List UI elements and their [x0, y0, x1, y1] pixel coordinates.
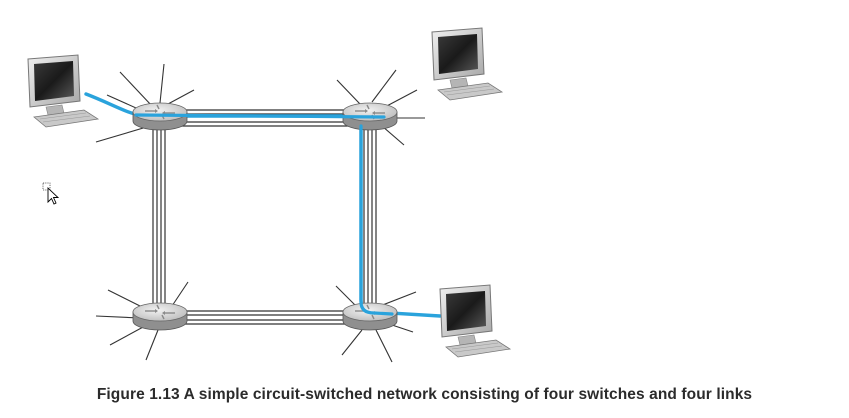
link-right — [363, 125, 377, 305]
switch-icon — [342, 302, 398, 331]
link-bottom — [170, 310, 360, 325]
switch-icon — [132, 302, 188, 331]
computer-icon — [439, 284, 511, 358]
link-left — [152, 125, 166, 305]
computer-icon — [431, 27, 503, 101]
network-diagram — [27, 27, 511, 363]
computer-icon — [27, 54, 99, 128]
dedicated-circuit-overlay — [134, 113, 394, 316]
cursor-icon — [42, 182, 60, 205]
figure-caption: Figure 1.13 A simple circuit-switched ne… — [96, 386, 753, 403]
